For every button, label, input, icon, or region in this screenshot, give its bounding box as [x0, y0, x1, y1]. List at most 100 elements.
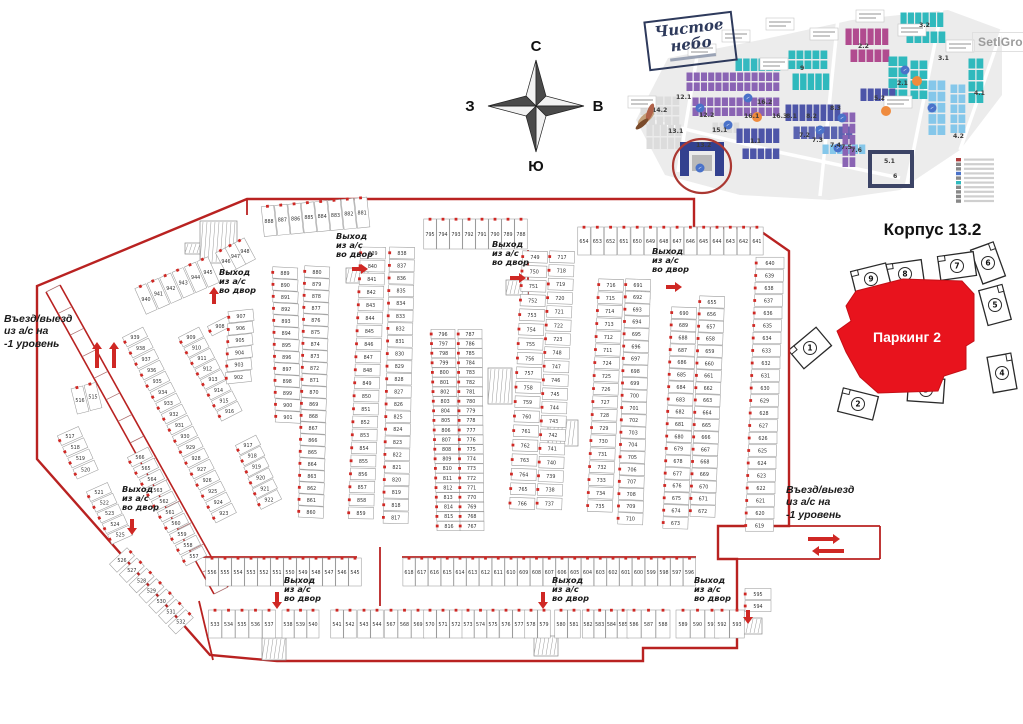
parking-stall [62, 437, 89, 458]
parking-stall [591, 395, 619, 409]
parking-stall [457, 367, 483, 378]
stall-mark [539, 419, 543, 423]
stall-mark [433, 556, 436, 560]
ramp-hatch [189, 543, 205, 552]
parking-stall [205, 491, 232, 513]
stall-number: 648 [659, 239, 668, 245]
stall-mark [314, 556, 318, 560]
stall-mark [152, 504, 156, 509]
site-map-building-label: 9 [800, 65, 804, 72]
entry-line3: -1 уровень [4, 337, 60, 350]
stall-number: 584 [607, 622, 616, 628]
stall-number: 537 [264, 622, 273, 628]
stall-mark [748, 424, 752, 427]
stall-mark [618, 467, 622, 471]
site-map-callout [883, 95, 913, 109]
stall-mark [271, 306, 275, 310]
stall-number: 834 [396, 301, 405, 307]
parking-stall [693, 393, 721, 407]
parking-stall [517, 556, 531, 587]
callout-text-bar [949, 43, 971, 45]
stall-number: 685 [677, 373, 686, 379]
site-map-building [938, 31, 946, 43]
callout-text-bar [769, 25, 786, 27]
stall-mark [670, 311, 674, 315]
stall-number: 936 [147, 368, 156, 374]
stall-number: 689 [679, 323, 688, 329]
parking-stall [737, 225, 751, 256]
parking-stall [384, 608, 398, 639]
stall-mark [226, 327, 230, 332]
direction-arrow [209, 287, 219, 304]
parking-stall [616, 512, 644, 526]
stall-number: 740 [547, 460, 556, 466]
parking-stall [590, 225, 604, 256]
site-map-building [653, 124, 660, 136]
callout-text-bar [813, 35, 830, 37]
stall-mark [595, 309, 599, 313]
parking-stall [355, 324, 383, 338]
direction-arrow [510, 273, 526, 283]
stall-mark [262, 556, 266, 560]
stall-mark [311, 608, 315, 612]
site-map-building [729, 82, 736, 91]
stall-mark [589, 439, 593, 443]
stall-mark [140, 482, 144, 487]
stall-mark [435, 524, 439, 528]
parking-stall [210, 502, 237, 524]
stall-mark [441, 217, 445, 221]
stall-mark [748, 411, 752, 415]
stairwell-hatch [188, 243, 193, 254]
stall-number: 607 [545, 570, 554, 576]
stall-number: 698 [631, 369, 640, 375]
stall-number: 664 [702, 411, 711, 417]
parking-stall [298, 457, 326, 471]
stall-number: 824 [393, 427, 402, 433]
stall-number: 555 [220, 570, 229, 576]
stall-number: 839 [368, 251, 377, 257]
stall-mark [358, 264, 362, 268]
stall-mark [356, 316, 360, 320]
stall-number: 596 [685, 570, 694, 576]
stall-number: 549 [298, 570, 307, 576]
site-map-building [930, 31, 938, 43]
parking-stall [542, 556, 556, 587]
parking-stall [530, 556, 543, 587]
parking-stall [643, 225, 658, 256]
stall-mark [535, 556, 538, 560]
stall-mark [666, 409, 670, 413]
site-map-building [958, 104, 966, 113]
stall-number: 574 [476, 622, 485, 628]
site-map-building [721, 97, 728, 106]
stall-number: 928 [191, 456, 200, 462]
stall-mark [138, 284, 143, 289]
parking-stall [543, 346, 571, 360]
parking-stall [432, 405, 458, 416]
parking-stall [138, 578, 165, 604]
stall-mark [298, 449, 302, 453]
stall-mark [428, 217, 432, 221]
stall-number: 746 [551, 378, 560, 384]
site-map-building [950, 124, 958, 133]
parking-stall [149, 381, 176, 403]
parking-stall [548, 250, 575, 264]
site-map-building [888, 78, 898, 88]
stall-number: 768 [467, 514, 476, 520]
parking-stall [231, 556, 245, 587]
stall-number: 660 [705, 361, 714, 367]
site-map-building [874, 49, 882, 62]
stall-mark [690, 472, 694, 476]
stall-mark [271, 282, 275, 286]
site-map-building [773, 128, 780, 143]
stall-mark [384, 402, 388, 406]
stairwell-hatch [345, 268, 350, 283]
site-map-building-label: 7.6 [851, 147, 862, 154]
stairwell-hatch [211, 221, 216, 263]
parking-stall [431, 377, 457, 387]
stall-mark [433, 438, 436, 441]
stall-mark [649, 556, 653, 560]
parking-stall [355, 337, 382, 351]
stall-mark [86, 494, 91, 499]
stall-mark [335, 608, 339, 612]
site-map-building [919, 60, 928, 69]
